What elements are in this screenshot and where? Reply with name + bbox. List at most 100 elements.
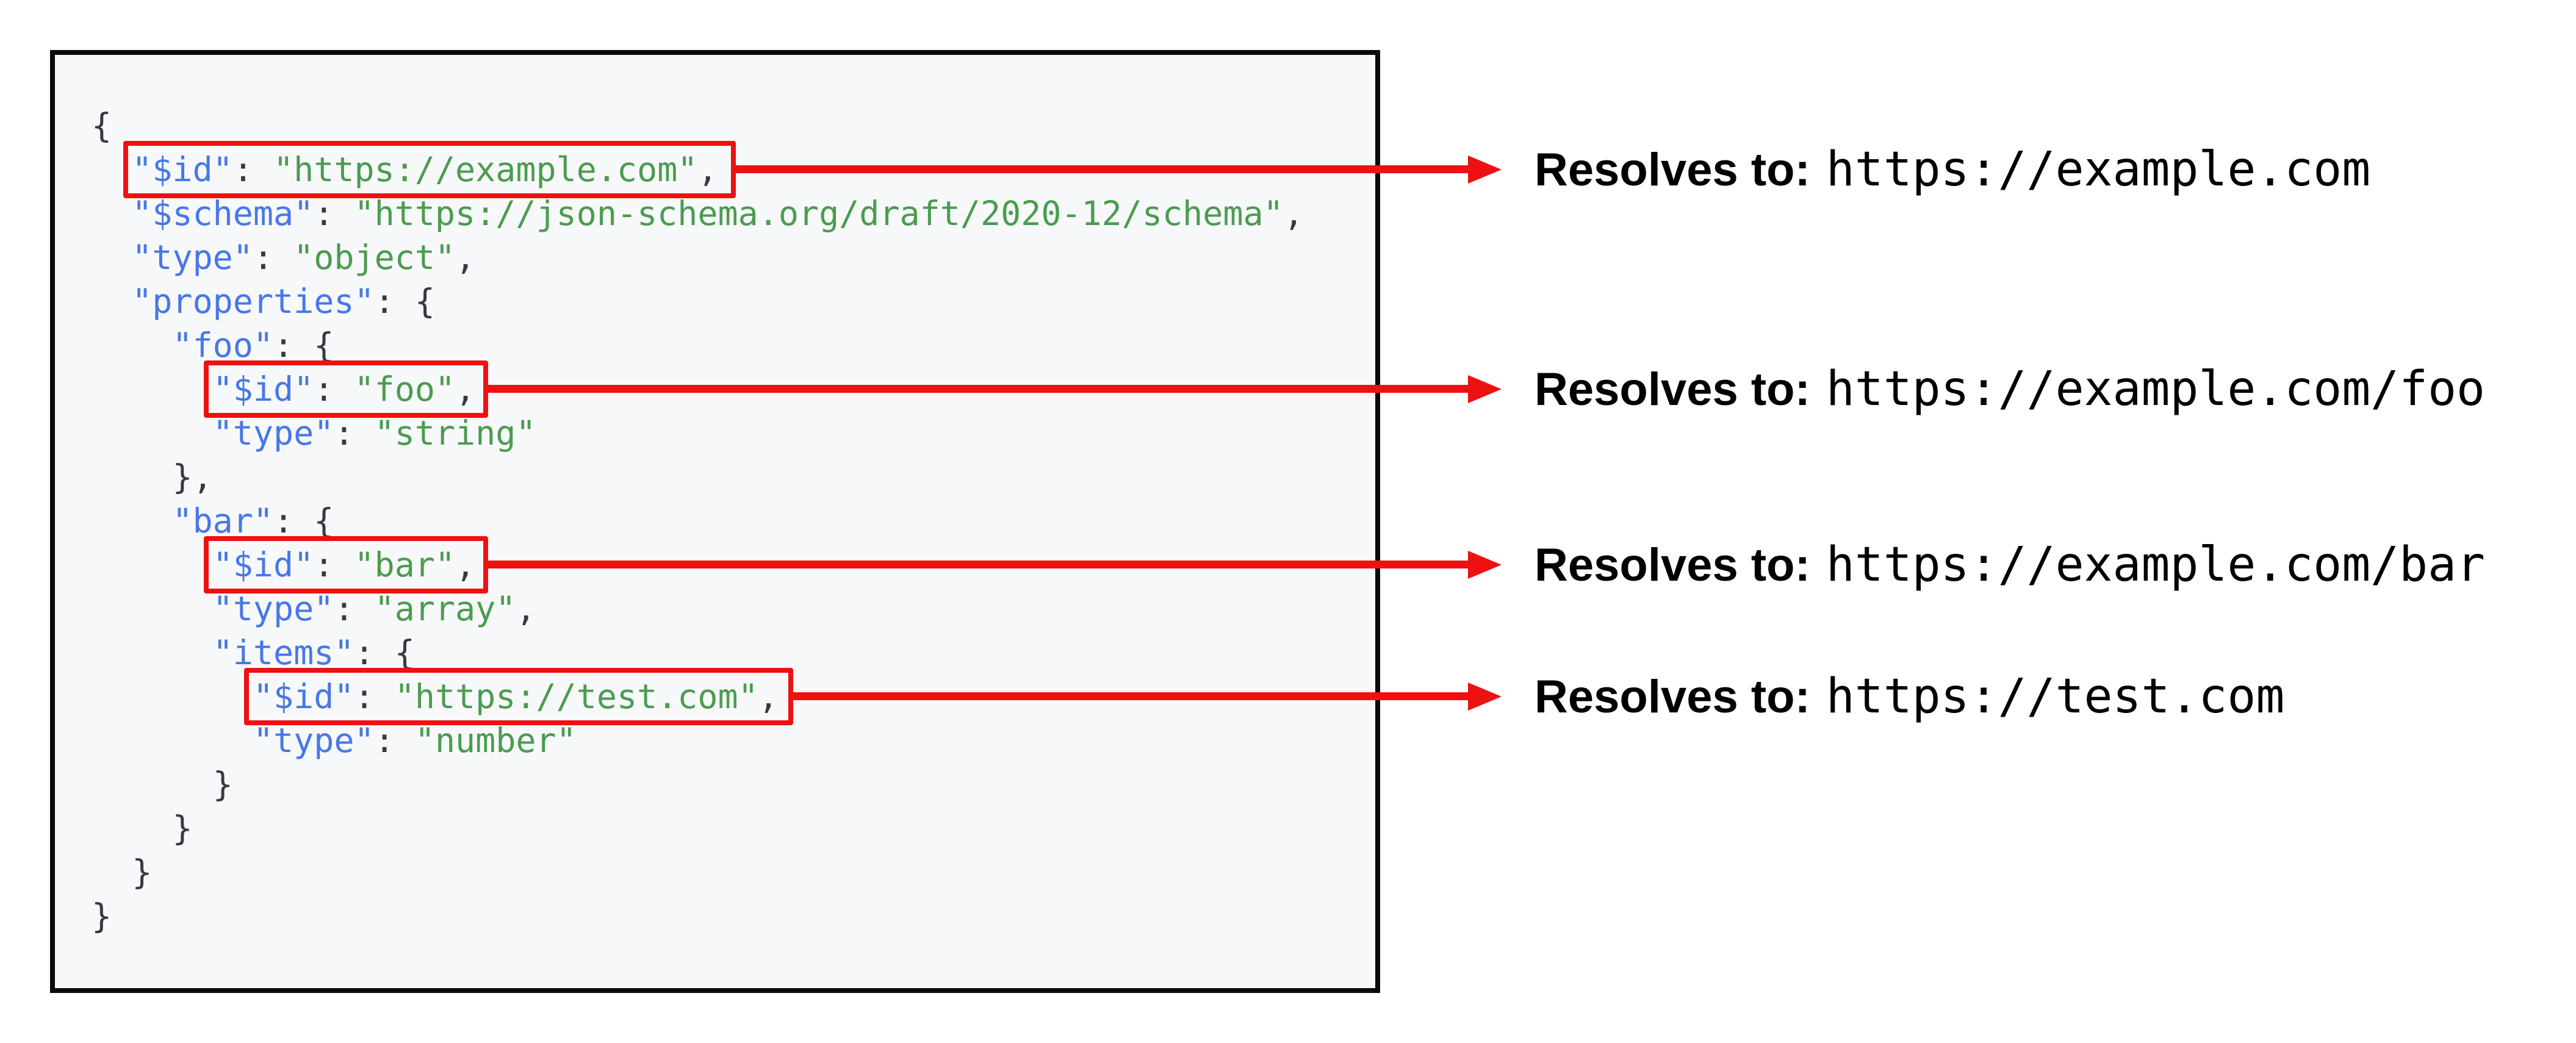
annotation-foo-id: Resolves to: https://example.com/foo [1534, 356, 2485, 423]
code-line: "items": { [92, 631, 1375, 675]
code-token: "type" [132, 238, 253, 277]
code-token: }, [172, 457, 213, 496]
highlight-box-bar-id [204, 536, 488, 593]
resolves-to-label: Resolves to: [1534, 539, 1810, 591]
code-token: , [1283, 194, 1304, 233]
code-token: "array" [374, 589, 516, 628]
annotation-items-id: Resolves to: https://test.com [1534, 663, 2284, 730]
code-line: } [92, 850, 1375, 894]
json-code: { "$id": "https://example.com", "$schema… [55, 55, 1375, 938]
arrow-right-icon [1468, 375, 1502, 403]
code-token: } [92, 897, 112, 936]
code-line: { [92, 104, 1375, 148]
code-token: "$schema" [132, 194, 314, 233]
code-token: : [334, 589, 375, 628]
code-token [92, 238, 132, 277]
code-token: "$id" [253, 677, 354, 716]
code-line: "type": "number" [92, 719, 1375, 762]
code-line: } [92, 806, 1375, 850]
code-line: "$schema": "https://json-schema.org/draf… [92, 192, 1375, 235]
code-token: "$id" [212, 370, 314, 409]
resolves-to-label: Resolves to: [1534, 144, 1810, 196]
highlight-box-foo-id [204, 360, 488, 418]
code-token: "bar" [354, 545, 456, 584]
code-line: "$id": "foo", [92, 367, 1375, 411]
arrow-line-items [792, 692, 1470, 700]
code-token: , [455, 370, 476, 409]
code-token: "$id" [212, 545, 314, 584]
code-token: "https://example.com" [273, 150, 698, 189]
code-token: "foo" [172, 326, 274, 365]
code-line: "foo": { [92, 323, 1375, 367]
code-token: : { [374, 282, 435, 321]
arrow-line-root [732, 165, 1470, 173]
annotation-bar-id: Resolves to:https://example.com/bar [1534, 531, 2485, 598]
code-token: "foo" [354, 370, 456, 409]
code-token [92, 721, 253, 760]
arrow-right-icon [1468, 551, 1502, 579]
code-line: }, [92, 455, 1375, 499]
code-token: "properties" [132, 282, 375, 321]
code-line: "type": "array", [92, 587, 1375, 631]
code-token: , [516, 589, 536, 628]
code-token [92, 677, 253, 716]
code-token: : [314, 370, 354, 409]
code-token [92, 589, 213, 628]
resolved-url: https://test.com [1826, 669, 2285, 724]
code-token [92, 326, 172, 365]
code-line: "$id": "https://example.com", [92, 148, 1375, 192]
code-token [92, 457, 172, 496]
arrow-line-foo [487, 385, 1470, 393]
code-token [92, 545, 213, 584]
resolves-to-label: Resolves to: [1534, 671, 1810, 723]
arrow-right-icon [1468, 156, 1502, 184]
code-token: : [334, 414, 375, 453]
code-token: } [212, 765, 233, 804]
code-token: , [455, 545, 476, 584]
code-token [92, 501, 172, 540]
resolved-url: https://example.com [1826, 142, 2371, 197]
code-token: : { [354, 633, 415, 672]
code-token [92, 633, 213, 672]
code-token: "object" [293, 238, 456, 277]
code-line: } [92, 762, 1375, 806]
code-line: "type": "object", [92, 235, 1375, 279]
code-token: "type" [212, 414, 334, 453]
code-token: : [314, 194, 354, 233]
code-token [92, 370, 213, 409]
code-line: "type": "string" [92, 411, 1375, 455]
code-token [92, 414, 213, 453]
code-token: : { [273, 501, 334, 540]
code-token: : [314, 545, 354, 584]
code-line: } [92, 894, 1375, 938]
code-line: "bar": { [92, 499, 1375, 543]
code-token [92, 194, 132, 233]
code-token: : [232, 150, 274, 189]
code-token: , [758, 677, 779, 716]
code-token: : [253, 238, 294, 277]
highlight-box-items-id [244, 668, 793, 725]
code-token: } [172, 809, 193, 848]
code-token [92, 809, 172, 848]
code-line: "$id": "bar", [92, 543, 1375, 587]
code-token: "type" [253, 721, 375, 760]
code-token [92, 853, 132, 892]
code-token: } [132, 853, 153, 892]
code-line: "$id": "https://test.com", [92, 675, 1375, 719]
code-token: "bar" [172, 501, 274, 540]
resolved-url: https://example.com/foo [1826, 362, 2486, 417]
code-token: "items" [212, 633, 354, 672]
code-token: "https://json-schema.org/draft/2020-12/s… [354, 194, 1284, 233]
code-token: : { [273, 326, 334, 365]
resolves-to-label: Resolves to: [1534, 364, 1810, 415]
code-token: : [374, 721, 415, 760]
code-token: , [455, 238, 476, 277]
highlight-box-root-id [123, 141, 736, 198]
code-token [92, 282, 132, 321]
arrow-line-bar [487, 561, 1470, 568]
code-token: : [354, 677, 395, 716]
code-token: "$id" [132, 150, 233, 189]
code-token: { [92, 106, 112, 145]
code-token: "string" [374, 414, 536, 453]
